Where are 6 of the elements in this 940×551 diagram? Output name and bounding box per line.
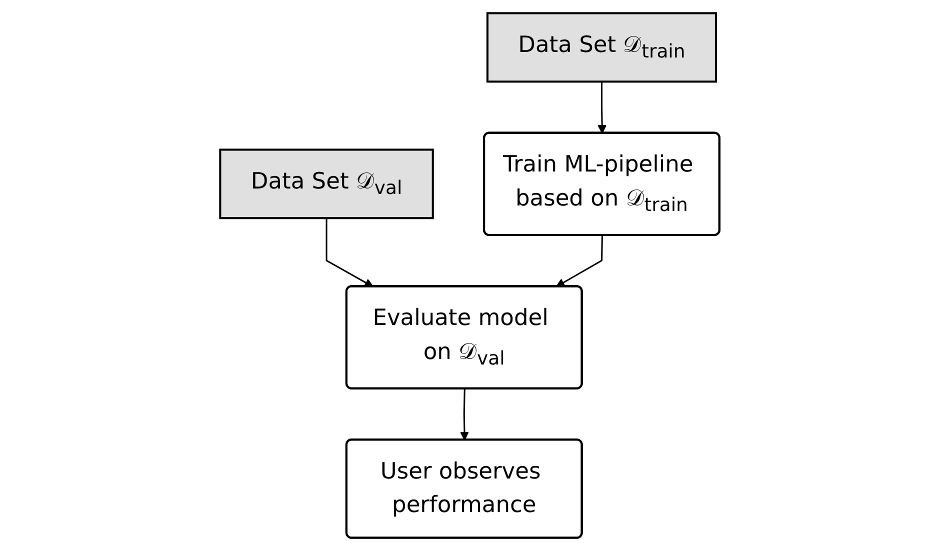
node-box: Data Set 𝒟$_{train}$ [486,12,718,83]
arrow [460,388,470,440]
arrow [598,82,607,134]
arrow [556,236,604,288]
arrow [326,218,374,288]
node-box: Data Set 𝒟$_{val}$ [219,148,434,220]
